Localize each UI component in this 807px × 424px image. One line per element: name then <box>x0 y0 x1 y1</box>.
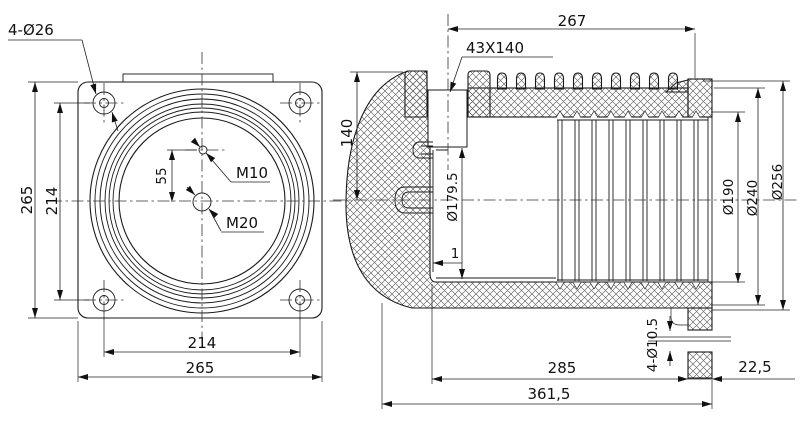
section-body <box>345 70 713 309</box>
dim-length-to-slot: 267 <box>558 12 587 30</box>
flange-lower <box>687 351 713 379</box>
flange-hole-lines <box>648 336 731 342</box>
dim-flange-thickness: 22,5 <box>738 358 771 376</box>
dimension-arrows <box>32 26 786 407</box>
dim-length-overall: 361,5 <box>528 385 571 403</box>
flange-outline <box>77 81 323 319</box>
thread-section <box>555 110 701 290</box>
dim-fin-diameter: Ø240 <box>745 180 761 216</box>
dim-liner: 1 <box>451 246 460 262</box>
fins <box>496 72 679 90</box>
section-view <box>345 70 731 379</box>
dim-depth-to-axis: 140 <box>338 119 356 148</box>
liner-lines <box>432 150 556 279</box>
dim-height-outer: 265 <box>18 186 36 215</box>
dimension-lines <box>8 28 795 405</box>
flange-notch <box>670 308 688 326</box>
extension-lines <box>28 33 790 409</box>
slot-43x140 <box>427 89 468 148</box>
slot-left-block <box>404 70 428 118</box>
dim-bore: Ø179.5 <box>445 172 461 221</box>
dim-width-holes: 214 <box>188 334 217 352</box>
flange-holes-label: 4-Ø10.5 <box>645 318 661 372</box>
dim-width-outer: 265 <box>186 359 215 377</box>
front-view <box>77 73 323 319</box>
flange-upper <box>687 307 713 331</box>
dim-thread-diameter: Ø190 <box>721 179 737 215</box>
corner-holes-label: 4-Ø26 <box>8 21 54 39</box>
m10-insert <box>412 141 448 159</box>
end-faces <box>707 117 713 282</box>
dim-height-holes: 214 <box>43 187 61 216</box>
dim-length-inner: 285 <box>548 359 577 377</box>
top-thread-label: M10 <box>236 164 268 182</box>
dim-collar-diameter: Ø256 <box>770 164 786 200</box>
dimension-labels: 4-Ø26 265 214 55 M10 M20 214 265 267 43X… <box>8 12 786 403</box>
slot-right-block <box>467 70 491 118</box>
slot-label: 43X140 <box>466 39 524 57</box>
end-collar <box>687 78 713 118</box>
bore-crest-lines <box>557 119 708 281</box>
dim-center-offset: 55 <box>154 167 170 184</box>
top-tab <box>122 73 274 83</box>
center-thread-label: M20 <box>226 214 258 232</box>
